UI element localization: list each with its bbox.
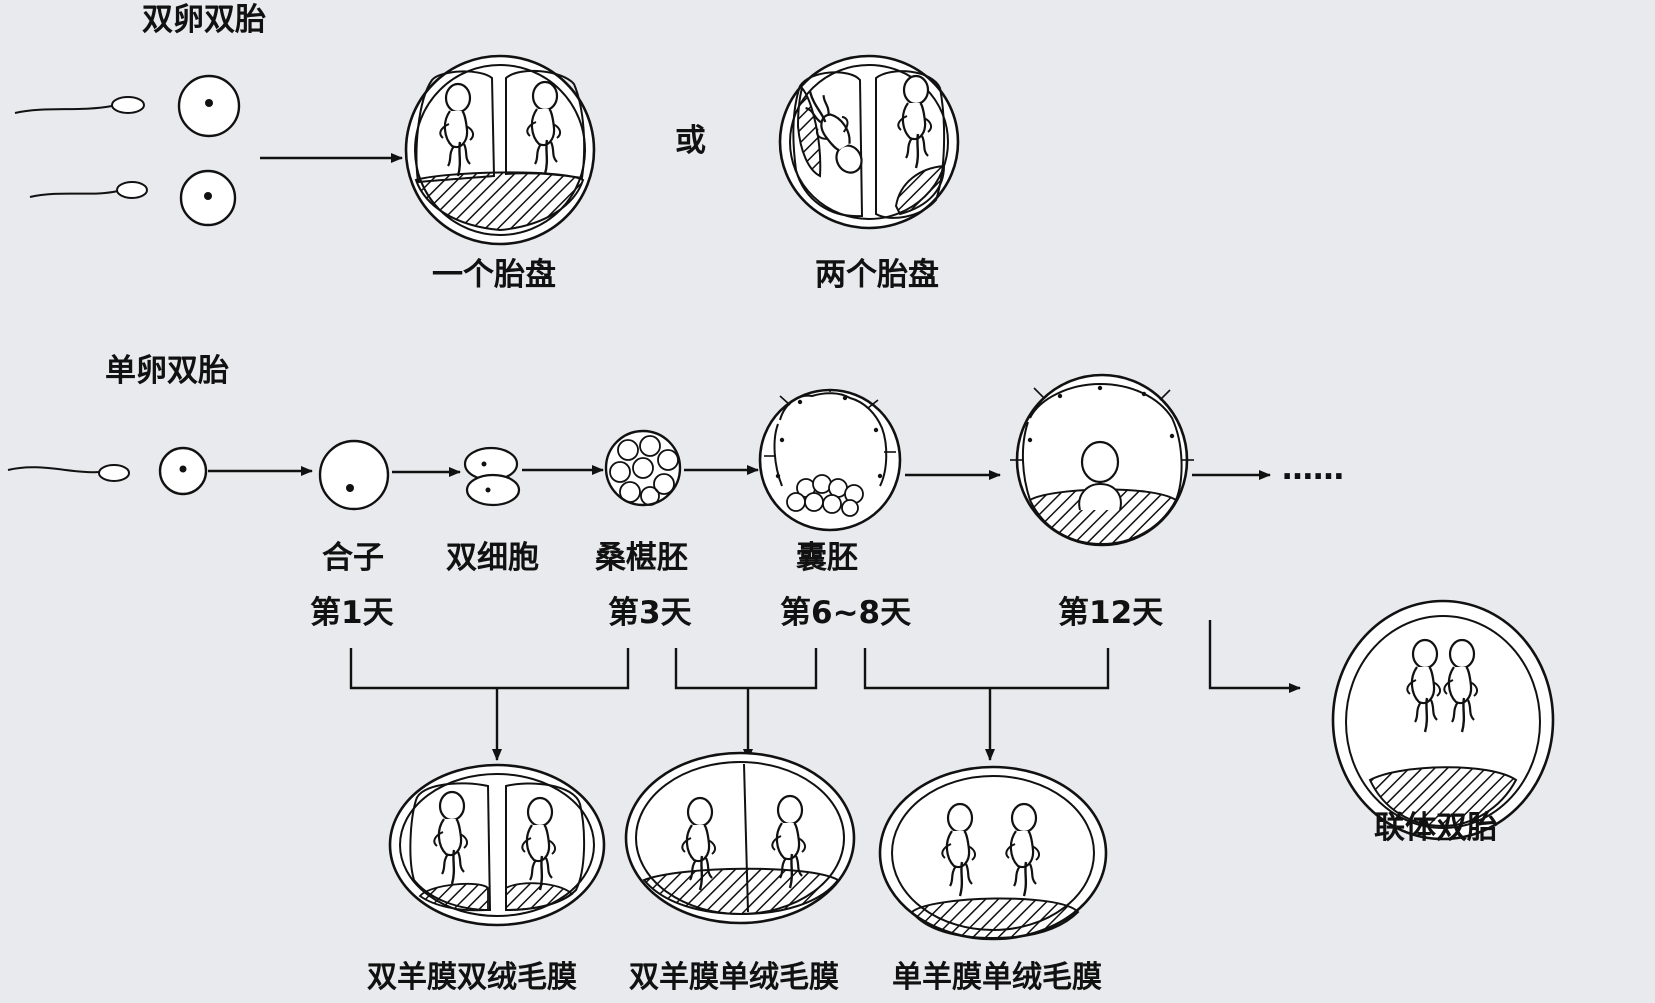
day3-label: 第3天 bbox=[608, 595, 692, 631]
day12-embryo bbox=[1010, 373, 1194, 547]
connector-lines bbox=[349, 620, 1301, 761]
one-placenta-sac bbox=[404, 54, 596, 246]
mono-di-label: 双羊膜单绒毛膜 bbox=[629, 960, 839, 995]
conjoined-label: 联体双胎 bbox=[1374, 810, 1498, 846]
dizygotic-section-title: 双卵双胎 bbox=[142, 2, 266, 38]
two-cell-embryo bbox=[463, 446, 521, 507]
one-placenta-label: 一个胎盘 bbox=[432, 257, 556, 293]
di-di-sac bbox=[388, 763, 606, 927]
zygote-label: 合子 bbox=[322, 540, 384, 576]
blastocyst-label: 囊胚 bbox=[796, 540, 858, 576]
mono-mono-sac bbox=[878, 765, 1108, 941]
conjoined-sac bbox=[1331, 599, 1555, 841]
or-label: 或 bbox=[675, 123, 706, 159]
egg-cell-icon bbox=[179, 169, 237, 227]
blastocyst-embryo bbox=[758, 388, 902, 532]
ellipsis-label: …… bbox=[1282, 451, 1344, 487]
monozygotic-section-title: 单卵双胎 bbox=[105, 353, 229, 389]
two-placentas-label: 两个胎盘 bbox=[815, 257, 939, 293]
day6-8-label: 第6~8天 bbox=[780, 595, 912, 631]
mono-di-sac bbox=[624, 751, 856, 925]
sperm-icon bbox=[7, 464, 130, 482]
dizygotic-row bbox=[14, 54, 960, 246]
morula-embryo bbox=[604, 429, 682, 507]
sperm-icon bbox=[14, 96, 145, 114]
di-di-label: 双羊膜双绒毛膜 bbox=[367, 960, 577, 995]
egg-cell-icon bbox=[158, 446, 208, 496]
sperm-icon bbox=[29, 181, 148, 199]
mono-mono-label: 单羊膜单绒毛膜 bbox=[892, 960, 1102, 995]
day12-label: 第12天 bbox=[1058, 595, 1164, 631]
monozygotic-row bbox=[7, 373, 1271, 547]
two-placentas-sac bbox=[778, 54, 960, 230]
two-cell-label: 双细胞 bbox=[446, 540, 539, 576]
egg-cell-icon bbox=[177, 74, 241, 138]
morula-label: 桑椹胚 bbox=[595, 540, 688, 576]
zygote-cell bbox=[318, 439, 390, 511]
day1-label: 第1天 bbox=[310, 595, 394, 631]
